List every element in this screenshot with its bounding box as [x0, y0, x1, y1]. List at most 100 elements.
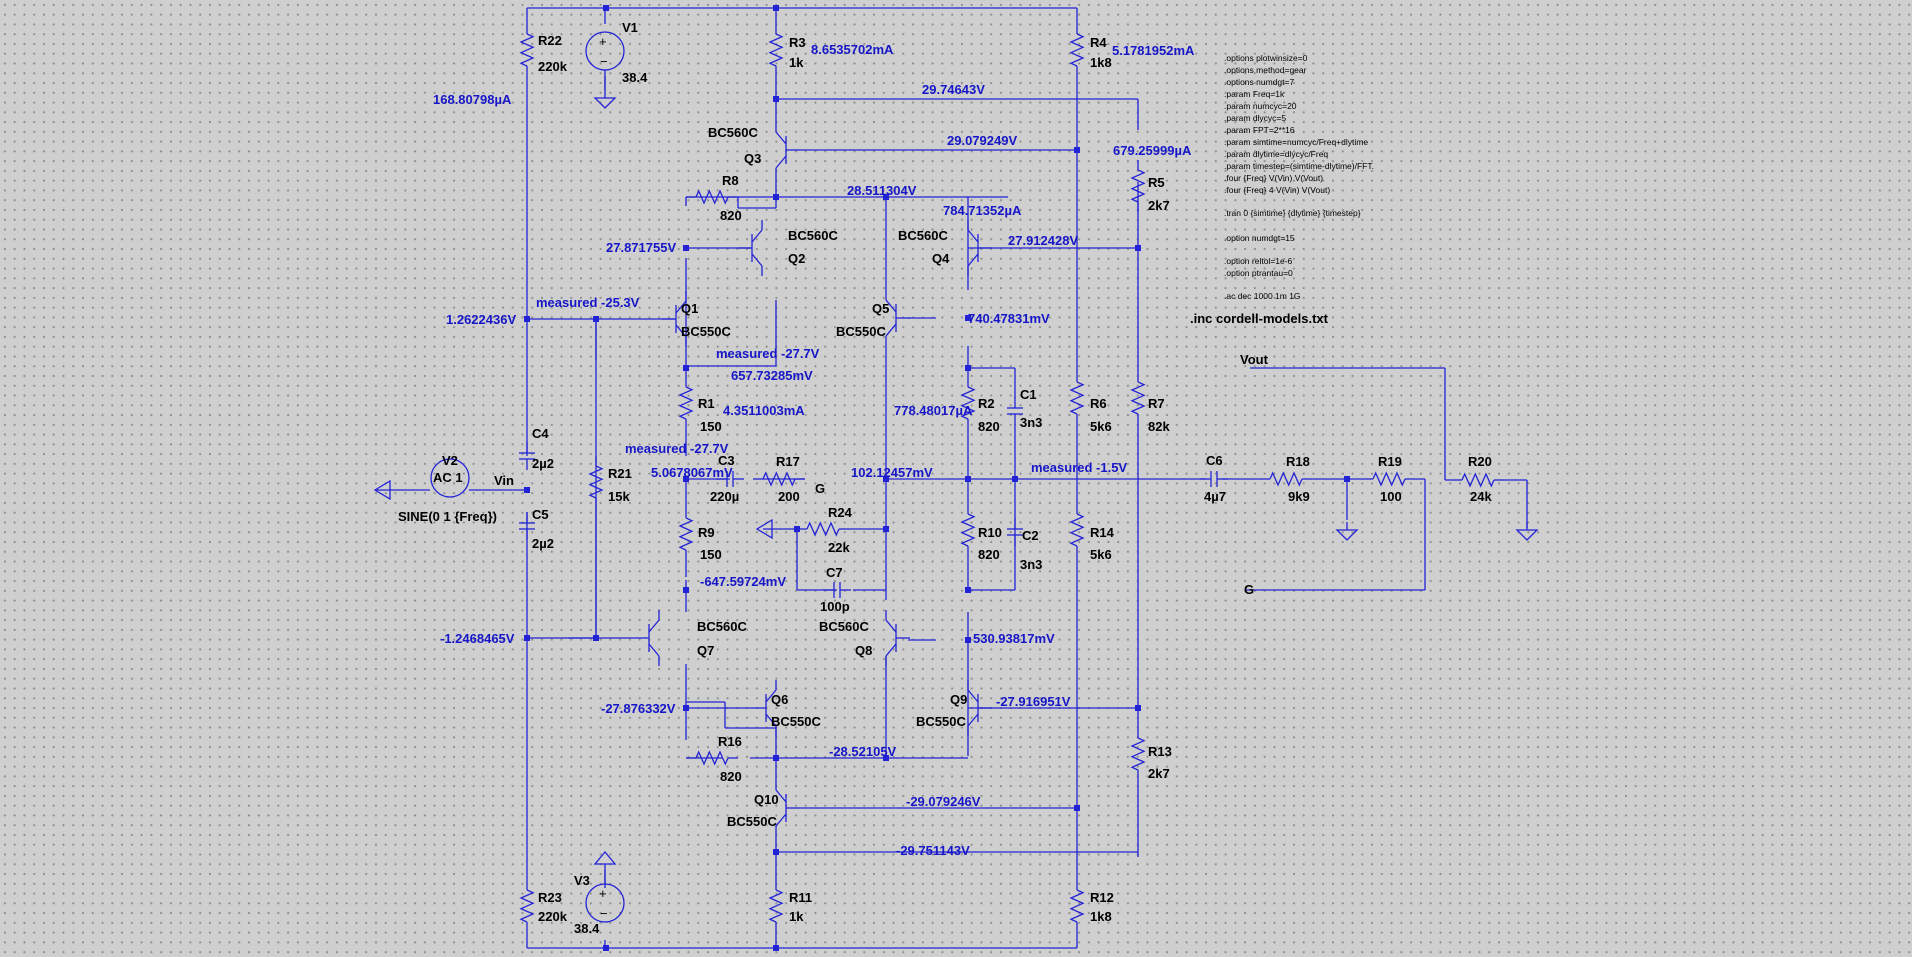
r11-name: R11	[789, 890, 812, 905]
note-measured-out: measured -1.5V	[1031, 460, 1127, 475]
transistor-q3	[775, 121, 801, 179]
q3-model: BC560C	[708, 125, 758, 140]
readout-v-bot: -28.52105V	[829, 744, 897, 759]
r12-name: R12	[1090, 890, 1114, 905]
r3-name: R3	[789, 35, 806, 50]
readout-v-q1b: 1.2622436V	[446, 312, 516, 327]
r14-name: R14	[1090, 525, 1115, 540]
resistor-r4	[1070, 23, 1084, 77]
resistor-r8	[685, 190, 739, 204]
v2-name: V2	[442, 453, 458, 468]
r20-value: 24k	[1470, 489, 1492, 504]
resistor-r17	[752, 472, 806, 486]
readout-v-q2b: 27.871755V	[606, 240, 676, 255]
r4-value: 1k8	[1090, 55, 1112, 70]
transistor-q7	[634, 609, 660, 667]
directive: .options numdgt=7	[1224, 77, 1294, 87]
net-g-right-label: G	[1244, 582, 1254, 597]
r18-value: 9k9	[1288, 489, 1310, 504]
c2-name: C2	[1022, 528, 1039, 543]
q10-name: Q10	[754, 792, 779, 807]
readout-i-r22: 168.80798µA	[433, 92, 512, 107]
v2-ac: AC 1	[433, 470, 463, 485]
readout-v-q3c: 29.74643V	[922, 82, 985, 97]
resistor-r22	[520, 23, 534, 77]
transistor-q8	[885, 609, 911, 667]
r23-value: 220k	[538, 909, 568, 924]
note-measured-q1: measured -25.3V	[536, 295, 640, 310]
readout-v-q8e: 530.93817mV	[973, 631, 1055, 646]
c5-value: 2µ2	[532, 536, 554, 551]
r16-value: 820	[720, 769, 742, 784]
svg-text:+: +	[599, 886, 607, 901]
q1-model: BC550C	[681, 324, 731, 339]
c4-name: C4	[532, 426, 549, 441]
readout-v-q1e: 657.73285mV	[731, 368, 813, 383]
transistor-q2	[737, 219, 763, 277]
directive: .options plotwinsize=0	[1224, 53, 1308, 63]
c4-value: 2µ2	[532, 456, 554, 471]
r24-ground-arrow	[755, 518, 773, 540]
r5-name: R5	[1148, 175, 1165, 190]
r17-value: 200	[778, 489, 800, 504]
r7-value: 82k	[1148, 419, 1170, 434]
ground-r18	[1336, 521, 1358, 541]
svg-text:−: −	[600, 54, 608, 69]
resistor-r3	[769, 23, 783, 77]
r17-name: R17	[776, 454, 800, 469]
voltage-source-v1: +−	[585, 31, 625, 109]
r5-value: 2k7	[1148, 198, 1170, 213]
r4-name: R4	[1090, 35, 1107, 50]
q2-model: BC560C	[788, 228, 838, 243]
r22-value: 220k	[538, 59, 568, 74]
q1-name: Q1	[681, 301, 698, 316]
net-g-left-label: G	[815, 481, 825, 496]
r24-name: R24	[828, 505, 853, 520]
r24-value: 22k	[828, 540, 850, 555]
q10-model: BC550C	[727, 814, 777, 829]
v3-value: 38.4	[574, 921, 600, 936]
c1-value: 3n3	[1020, 415, 1042, 430]
r21-name: R21	[608, 466, 632, 481]
readout-i-r4: 5.1781952mA	[1112, 43, 1195, 58]
c3-name: C3	[718, 453, 735, 468]
directive: .option ptrantau=0	[1224, 268, 1293, 278]
readout-i-r2: 778.48017µA	[894, 403, 973, 418]
v2-value: SINE(0 1 {Freq})	[398, 509, 497, 524]
readout-v-q7e: -647.59724mV	[700, 574, 786, 589]
voltage-source-v2	[430, 458, 470, 498]
resistor-r1	[679, 376, 693, 430]
directive: .param timestep=(simtime-dlytime)/FFT.	[1224, 161, 1374, 171]
resistor-r18	[1259, 472, 1313, 486]
r19-value: 100	[1380, 489, 1402, 504]
readout-v-out: 102.12457mV	[851, 465, 933, 480]
readout-v-q4b: 27.912428V	[1008, 233, 1078, 248]
v1-value: 38.4	[622, 70, 648, 85]
capacitor-c6	[1199, 470, 1229, 488]
c7-name: C7	[826, 565, 843, 580]
r7-name: R7	[1148, 396, 1165, 411]
readout-v-top: 28.511304V	[847, 183, 917, 198]
transistor-q5	[885, 289, 911, 347]
r8-name: R8	[722, 173, 739, 188]
svg-text:+: +	[599, 34, 607, 49]
q7-name: Q7	[697, 643, 714, 658]
q6-model: BC550C	[771, 714, 821, 729]
resistor-r6	[1070, 371, 1084, 425]
readout-v-c3: 5.0678067mV	[651, 465, 733, 480]
q4-model: BC560C	[898, 228, 948, 243]
directive: .param numcyc=20	[1224, 101, 1297, 111]
r13-name: R13	[1148, 744, 1172, 759]
q6-name: Q6	[771, 692, 788, 707]
net-vin-label: Vin	[494, 473, 514, 488]
resistor-r24	[796, 522, 850, 536]
directive: .option numdgt=15	[1224, 233, 1295, 243]
q2-name: Q2	[788, 251, 805, 266]
resistor-r7	[1131, 371, 1145, 425]
directive: .param Freq=1k	[1224, 89, 1285, 99]
resistor-r23	[520, 879, 534, 933]
r2-value: 820	[978, 419, 1000, 434]
note-measured-q1e: measured -27.7V	[716, 346, 820, 361]
